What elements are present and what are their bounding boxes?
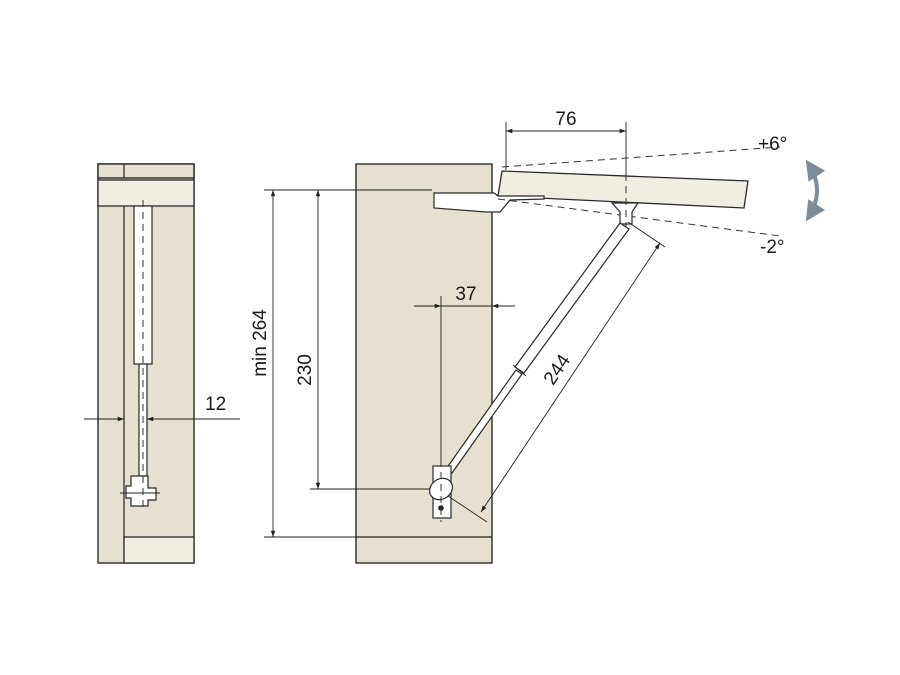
stay-tube bbox=[514, 222, 630, 374]
side-view: 12 bbox=[84, 163, 240, 564]
side-panel-top-strip bbox=[97, 163, 195, 179]
mount-height-dimension: 230 bbox=[295, 354, 316, 386]
angle-arrow bbox=[805, 159, 826, 222]
side-panel-top-board bbox=[97, 179, 195, 207]
hinge-bracket bbox=[433, 192, 545, 213]
side-stay-fitting bbox=[125, 475, 157, 507]
front-view: 76 +6° -2° min 264 230 37 244 bbox=[250, 109, 826, 564]
lid-board bbox=[497, 170, 749, 209]
min-height-dimension: min 264 bbox=[250, 309, 271, 377]
angle-down-label: -2° bbox=[760, 237, 785, 258]
side-panel-bottom-board bbox=[123, 536, 195, 564]
side-gap-dimension: 12 bbox=[205, 394, 226, 415]
lid-fitting bbox=[610, 202, 640, 225]
cabinet-panel bbox=[355, 163, 493, 564]
stay-length-dimension: 244 bbox=[540, 351, 575, 389]
lid-offset-dimension: 76 bbox=[555, 109, 576, 130]
angle-up-label: +6° bbox=[758, 134, 787, 155]
pivot-offset-dimension: 37 bbox=[455, 284, 476, 305]
